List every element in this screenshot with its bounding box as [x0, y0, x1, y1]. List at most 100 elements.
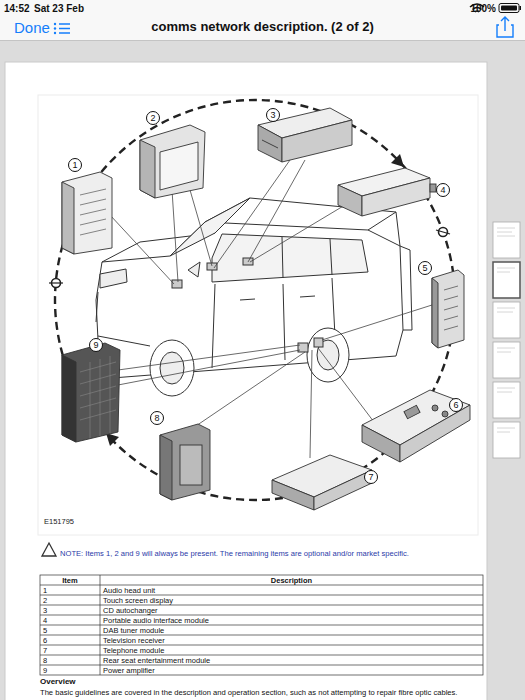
table-cell: 9: [43, 667, 47, 676]
module-illustration: [160, 142, 198, 190]
toolbar-icons: [59, 24, 70, 33]
module-illustration: [180, 445, 202, 485]
callout-number: 6: [453, 401, 458, 410]
toolbar-icons: [54, 23, 56, 25]
table-grid: [40, 575, 483, 675]
callout-number: 2: [150, 114, 155, 123]
fibre-optic-ring: [49, 282, 63, 283]
toolbar-icons: [497, 17, 513, 37]
module-illustration: [62, 355, 76, 442]
page-thumbnails: [497, 228, 515, 432]
callout-circle: 5: [418, 261, 432, 275]
module-illustration: [338, 185, 362, 216]
callout-circle: 8: [150, 411, 164, 425]
callout-number: 1: [72, 161, 77, 170]
page-thumbnails: [493, 382, 520, 418]
battery-percent: 100%: [450, 3, 496, 15]
fibre-optic-ring: [436, 230, 450, 234]
vehicle-illustration: [307, 328, 349, 382]
table-cell: 5: [43, 627, 47, 636]
toolbar-title: comms network description. (2 of 2): [90, 20, 435, 35]
module-illustration: [62, 108, 470, 510]
table-header: Description: [100, 577, 483, 586]
leader-lines: [110, 160, 432, 458]
table-cell: 3: [43, 607, 47, 616]
table-cell: Touch screen display: [103, 597, 173, 606]
callout-number: 9: [93, 341, 98, 350]
figure-id: E151795: [44, 518, 74, 527]
callout-circle: 3: [266, 108, 280, 122]
module-illustration: [362, 178, 430, 216]
vehicle-illustration: [298, 343, 308, 352]
module-illustration: [442, 411, 448, 417]
toolbar-icons: [54, 27, 56, 29]
toolbar-icons: [54, 17, 513, 37]
callout-number: 3: [270, 111, 275, 120]
table-grid: [40, 575, 483, 675]
table-cell: CD autochanger: [103, 607, 158, 616]
document-page: [5, 62, 487, 700]
module-illustration: [432, 270, 464, 348]
module-illustration: [80, 356, 116, 438]
vehicle-illustration: [150, 340, 194, 396]
table-cell: 2: [43, 597, 47, 606]
module-illustration: [140, 125, 205, 198]
table-cell: 6: [43, 637, 47, 646]
module-illustration: [262, 140, 278, 148]
fibre-optic-ring: [106, 433, 119, 446]
module-illustration: [272, 480, 314, 510]
module-illustration: [160, 424, 210, 500]
note-text: NOTE: Items 1, 2 and 9 will always be pr…: [60, 550, 409, 559]
page-thumbnails: [493, 262, 520, 298]
figure-frame: [38, 95, 478, 535]
module-illustration: [282, 120, 352, 162]
status-time: 14:52: [4, 3, 30, 15]
module-illustration: [62, 343, 120, 442]
fibre-optic-ring: [391, 154, 404, 167]
table-cell: DAB tuner module: [103, 627, 164, 636]
body-text: The basic guidelines are covered in the …: [40, 689, 457, 698]
table-header: Item: [40, 577, 100, 586]
status-date: Sat 23 Feb: [34, 3, 84, 15]
module-illustration: [258, 125, 282, 162]
page-thumbnails: [493, 302, 520, 338]
callout-circle: 1: [68, 158, 82, 172]
module-illustration: [80, 189, 106, 235]
toolbar-icons: [54, 32, 56, 34]
vehicle-illustration: [96, 222, 403, 378]
vehicle-illustration: [212, 234, 368, 282]
status-bar: [499, 4, 519, 13]
table-cell: 7: [43, 647, 47, 656]
vehicle-illustration: [160, 352, 184, 384]
callout-circle: 6: [449, 398, 463, 412]
section-heading: Overview: [40, 677, 76, 686]
callout-circle: 9: [89, 338, 103, 352]
module-illustration: [160, 435, 172, 500]
table-cell: Power amplifier: [103, 667, 155, 676]
table-cell: Rear seat entertainment module: [103, 657, 210, 666]
module-illustration: [62, 172, 112, 254]
status-bar: [0, 0, 525, 41]
callout-circle: 4: [436, 183, 450, 197]
vehicle-illustration: [188, 262, 200, 277]
toolbar-divider: [0, 40, 525, 41]
callout-number: 8: [154, 414, 159, 423]
module-illustration: [432, 405, 438, 411]
module-illustration: [62, 182, 74, 254]
page-thumbnails: [493, 342, 520, 378]
table-cell: 8: [43, 657, 47, 666]
module-illustration: [362, 425, 400, 462]
status-bar: [0, 0, 525, 41]
leader-lines: [110, 160, 432, 458]
callout-number: 7: [368, 473, 373, 482]
status-bar: [501, 6, 517, 11]
callout-circle: 2: [146, 111, 160, 125]
page-thumbnails: [493, 222, 520, 258]
module-illustration: [404, 405, 420, 418]
vehicle-illustration: [96, 292, 315, 346]
module-illustration: [432, 278, 438, 348]
table-grid: [40, 575, 483, 675]
status-bar: [520, 6, 522, 10]
